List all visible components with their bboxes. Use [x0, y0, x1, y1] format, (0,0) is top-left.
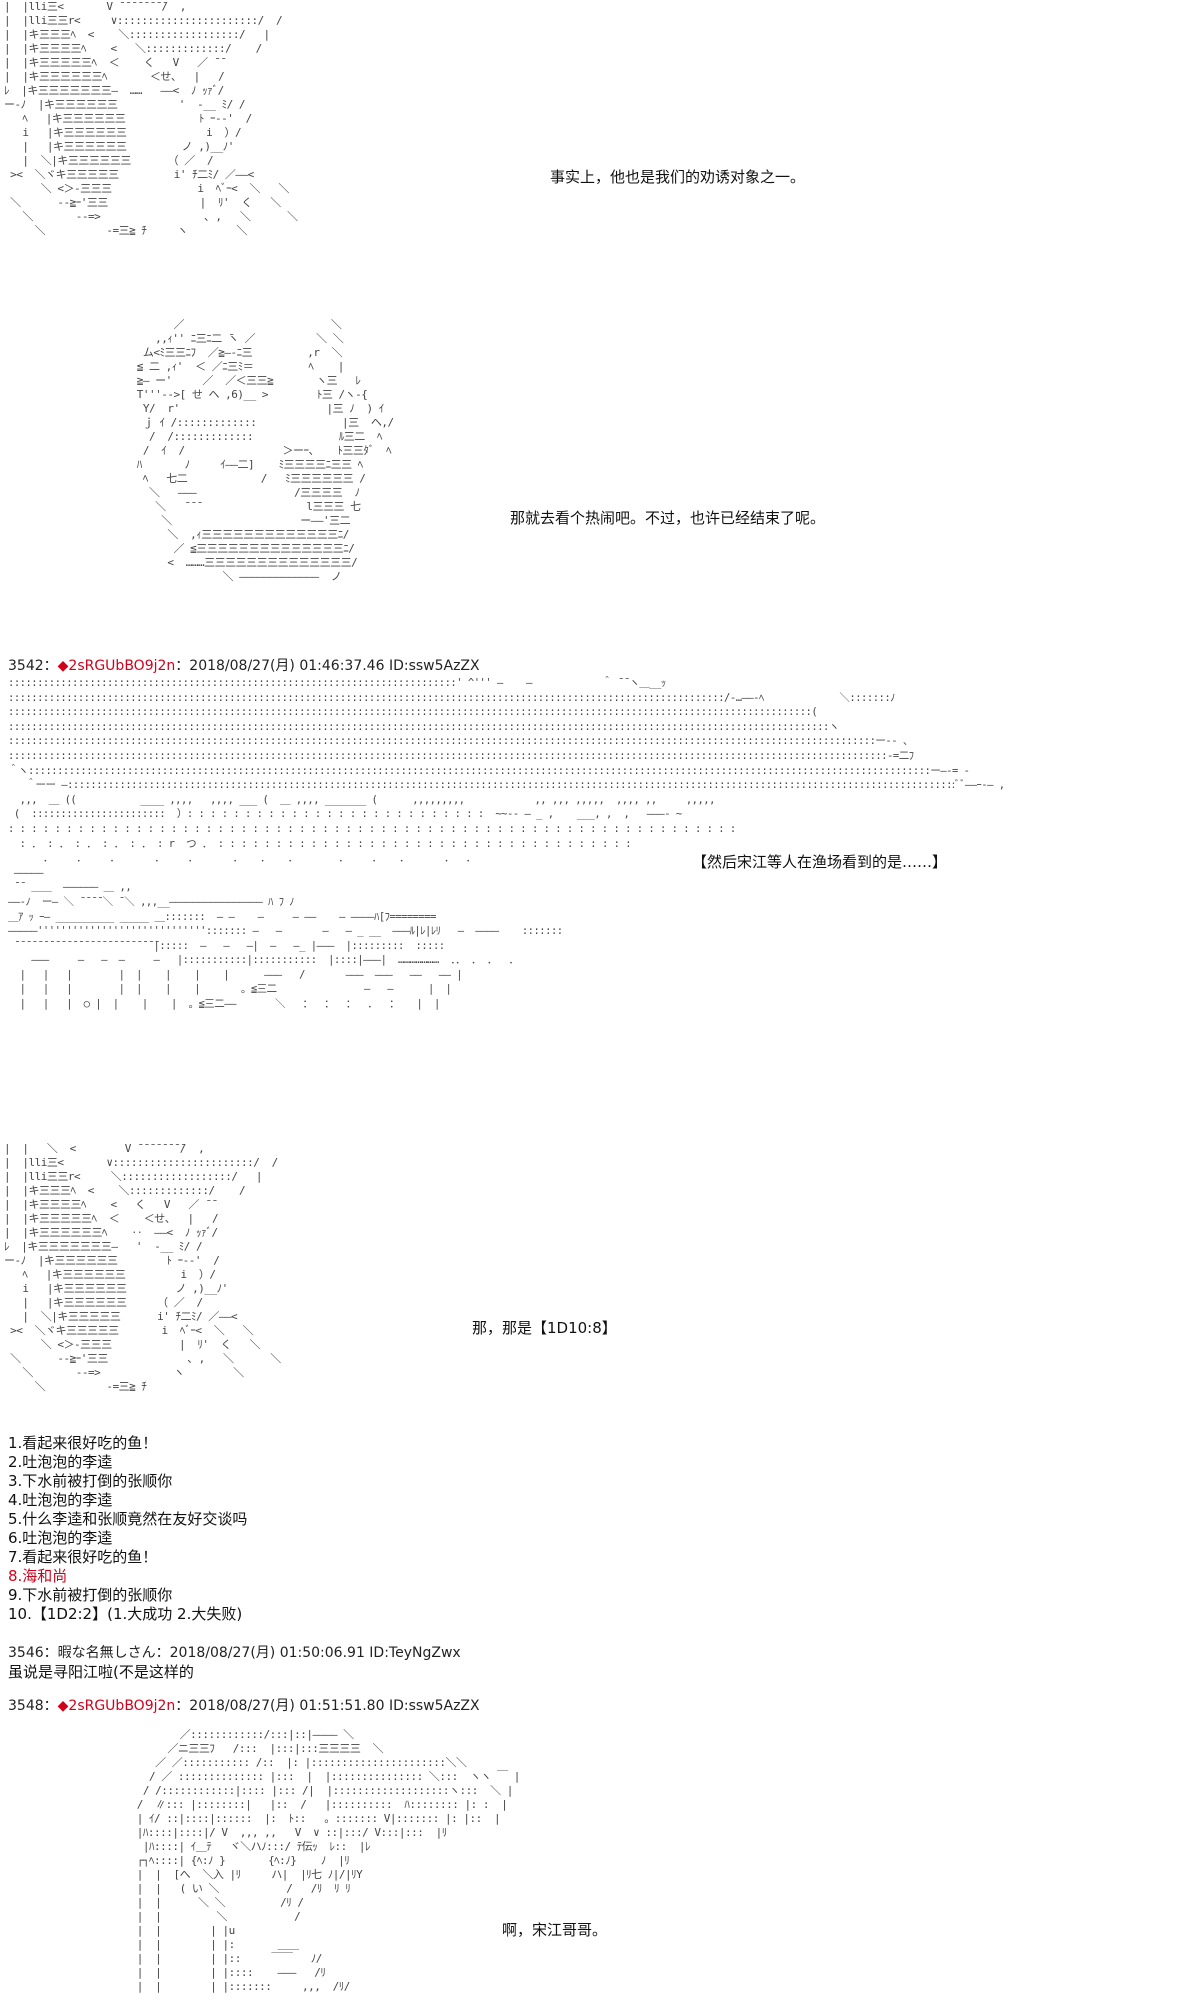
ascii-art-face-3: | | ＼ < V ̄ ̄ ̄ ̄ ̄ ̄ ̄ ̄/ , | |lli三< ∨:… — [4, 1142, 281, 1393]
post-number: 3546 — [8, 1645, 44, 1661]
choice-item: 6.吐泡泡的李逵 — [8, 1529, 113, 1547]
post-date-id: ：2018/08/27(月) 01:51:51.80 ID:ssw5AzZX — [175, 1698, 480, 1714]
post-separator: ： — [43, 658, 58, 674]
dialogue-line-2: 那就去看个热闹吧。不过，也许已经结束了呢。 — [510, 509, 826, 527]
dialogue-line-1: 事实上，他也是我们的劝诱对象之一。 — [550, 168, 806, 186]
post-number: 3548 — [8, 1698, 44, 1714]
post-header: 3548：◆2sRGUbBO9j2n：2018/08/27(月) 01:51:5… — [8, 1697, 480, 1715]
choice-item: 5.什么李逵和张顺竟然在友好交谈吗 — [8, 1510, 248, 1528]
dialogue-line-3: 【然后宋江等人在渔场看到的是……】 — [692, 853, 948, 871]
poster-name: 暇な名無しさん — [57, 1645, 156, 1661]
post-date-id: ：2018/08/27(月) 01:46:37.46 ID:ssw5AzZX — [175, 658, 480, 674]
poster-tripcode[interactable]: ◆2sRGUbBO9j2n — [57, 658, 176, 674]
ascii-art-face-2: ／ ＼ ,,ｨ'' ﾆ三ﾆ二 ̄ヽ ／ ＼ ＼ ム<ﾐ三三ﾆﾌ ／≧―‐ﾆ三 ,… — [136, 318, 394, 583]
dialogue-line-5: 啊，宋江哥哥。 — [502, 1921, 608, 1939]
choice-item: 10.【1D2:2】(1.大成功 2.大失败) — [8, 1605, 243, 1623]
dialogue-line-4: 那，那是【1D10:8】 — [472, 1319, 617, 1337]
choice-item: 7.看起来很好吃的鱼！ — [8, 1548, 158, 1566]
post-separator: ： — [43, 1698, 58, 1714]
ascii-art-face-1: | |lli三< V ̄ ̄ ̄ ̄ ̄ ̄ ̄ ̄/ , | |lli三三r<… — [4, 0, 298, 237]
post-body: 虽说是寻阳江啦(不是这样的 — [8, 1663, 194, 1681]
post-header: 3546：暇な名無しさん：2018/08/27(月) 01:50:06.91 I… — [8, 1644, 461, 1662]
choice-item: 3.下水前被打倒的张顺你 — [8, 1472, 173, 1490]
poster-tripcode[interactable]: ◆2sRGUbBO9j2n — [57, 1698, 176, 1714]
ascii-art-character: ／::::::::::::/:::|::|―――― ＼ ／ニ三三ﾌ /::: |… — [136, 1728, 521, 1993]
post-date-id: ：2018/08/27(月) 01:50:06.91 ID:TeyNgZwx — [155, 1645, 461, 1661]
choice-item: 2.吐泡泡的李逵 — [8, 1453, 113, 1471]
choice-item-selected: 8.海和尚 — [8, 1567, 68, 1585]
post-separator: ： — [43, 1645, 58, 1661]
choice-item: 9.下水前被打倒的张顺你 — [8, 1586, 173, 1604]
choice-item: 1.看起来很好吃的鱼！ — [8, 1434, 158, 1452]
post-number: 3542 — [8, 658, 44, 674]
post-header: 3542：◆2sRGUbBO9j2n：2018/08/27(月) 01:46:3… — [8, 657, 480, 675]
ascii-art-fishing-scene: ::::::::::::::::::::::::::::::::::::::::… — [8, 677, 1005, 1011]
choice-list: 1.看起来很好吃的鱼！ 2.吐泡泡的李逵 3.下水前被打倒的张顺你 4.吐泡泡的… — [8, 1434, 247, 1624]
choice-item: 4.吐泡泡的李逵 — [8, 1491, 113, 1509]
